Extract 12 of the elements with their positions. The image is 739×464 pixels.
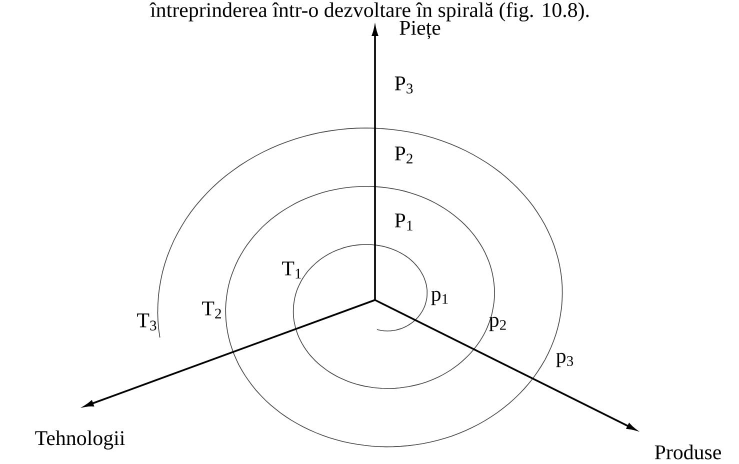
point-label: p$_{1}$: [431, 290, 448, 306]
point-label: p$_{3}$: [556, 352, 574, 368]
axis-label: Piețe: [400, 20, 440, 40]
point-label: P$_{3}$: [394, 76, 413, 94]
point-label: P$_{1}$: [394, 214, 412, 230]
point-label: P$_{2}$: [394, 146, 412, 164]
axis-arrow: [374, 299, 636, 430]
axis-label: Tehnologii: [35, 430, 125, 450]
point-label: T$_{1}$: [282, 262, 301, 278]
point-label: p$_{2}$: [489, 316, 506, 332]
axis-label: Produse: [654, 444, 721, 460]
caption-text: întreprinderea într-o dezvoltare în spirală (fig. 10.8).: [150, 2, 589, 22]
